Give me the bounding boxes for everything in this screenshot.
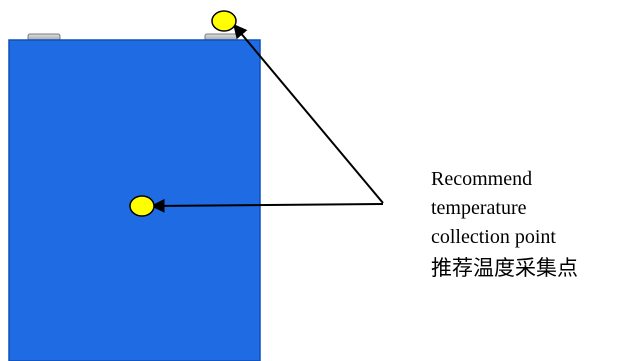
annotation-line-3: collection point — [431, 226, 556, 248]
annotation-line-2: temperature — [431, 197, 527, 219]
annotation-label: Recommend temperature collection point 推… — [431, 165, 623, 283]
surface-collection-point-icon — [129, 195, 155, 217]
arrow-to-terminal-point — [233, 23, 384, 204]
terminal-collection-point-icon — [211, 10, 237, 32]
annotation-line-1: Recommend — [431, 168, 533, 190]
annotation-chinese: 推荐温度采集点 — [431, 256, 578, 280]
arrow-to-surface-point — [150, 198, 384, 213]
